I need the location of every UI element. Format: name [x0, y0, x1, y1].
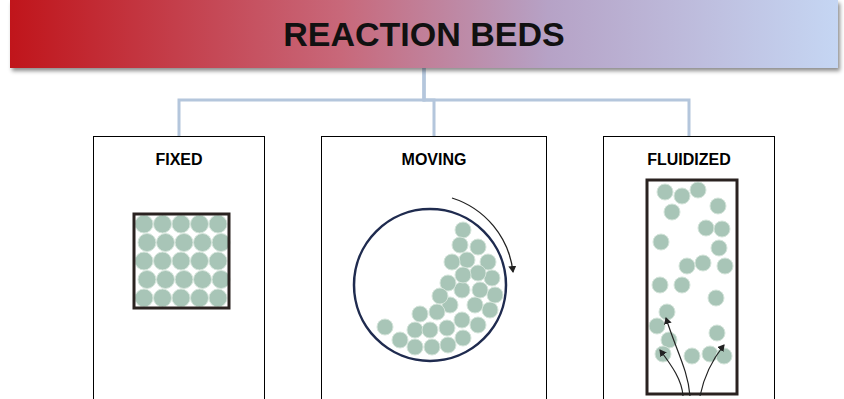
particle: [711, 240, 727, 256]
particle: [657, 184, 673, 200]
particle: [154, 289, 172, 307]
particle: [487, 287, 503, 303]
particle: [138, 234, 156, 252]
particle: [455, 222, 471, 238]
particle: [444, 254, 460, 270]
fixed-bed-container: [134, 214, 229, 308]
gas-flow-arrow: [660, 350, 683, 396]
fluidized-bed-particles: [649, 182, 733, 364]
bed-panel: FLUIDIZED: [603, 136, 775, 399]
particle: [212, 234, 230, 252]
particle: [459, 252, 475, 268]
particle: [154, 252, 172, 270]
tree-connector: [424, 68, 689, 136]
particle: [429, 304, 445, 320]
particle: [455, 267, 471, 283]
particle: [482, 302, 498, 318]
particle: [674, 277, 690, 293]
particle: [407, 339, 423, 355]
particle: [209, 252, 227, 270]
particle: [194, 234, 212, 252]
rotating-drum: [354, 209, 506, 361]
title-text: REACTION BEDS: [283, 15, 564, 54]
bed-heading: FLUIDIZED: [604, 151, 774, 169]
particle: [175, 234, 193, 252]
particle: [702, 346, 718, 362]
particle: [698, 220, 714, 236]
particle: [664, 204, 680, 220]
particle: [191, 252, 209, 270]
particle: [135, 252, 153, 270]
particle: [172, 252, 190, 270]
particle: [710, 198, 726, 214]
particle: [455, 330, 471, 346]
particle: [472, 282, 488, 298]
particle: [172, 289, 190, 307]
particle: [649, 318, 665, 334]
particle: [716, 348, 732, 364]
particle: [690, 182, 706, 198]
particle: [377, 319, 393, 335]
particle: [717, 258, 733, 274]
particle: [424, 339, 440, 355]
particle: [412, 306, 428, 322]
particle: [154, 215, 172, 233]
particle: [454, 312, 470, 328]
particle: [709, 325, 725, 341]
particle: [439, 320, 455, 336]
particle: [157, 271, 175, 289]
fluidized-bed-column: [647, 180, 737, 394]
particle: [470, 239, 486, 255]
particle: [194, 271, 212, 289]
title-banner: REACTION BEDS: [10, 0, 838, 68]
fixed-bed-particles: [135, 215, 230, 307]
gas-flow-arrow: [700, 345, 724, 396]
particle: [392, 332, 408, 348]
particle: [138, 271, 156, 289]
bed-heading: FIXED: [94, 151, 264, 169]
particle: [695, 255, 711, 271]
particle: [452, 237, 468, 253]
bed-heading: MOVING: [322, 151, 546, 169]
particle: [679, 258, 695, 274]
particle: [172, 215, 190, 233]
particle: [467, 297, 483, 313]
particle: [422, 322, 438, 338]
particle: [135, 289, 153, 307]
particle: [470, 265, 486, 281]
particle: [674, 188, 690, 204]
gas-flow-arrow: [666, 318, 690, 396]
particle: [653, 234, 669, 250]
particle: [209, 215, 227, 233]
particle: [454, 282, 470, 298]
particle: [191, 289, 209, 307]
particle: [191, 215, 209, 233]
particle: [714, 221, 730, 237]
particle: [209, 289, 227, 307]
particle: [440, 337, 456, 353]
particle: [175, 271, 193, 289]
particle: [157, 234, 175, 252]
tree-connector: [179, 68, 424, 136]
particle: [135, 215, 153, 233]
bed-panel: MOVING: [321, 136, 547, 399]
particle: [470, 317, 486, 333]
moving-bed-particles: [377, 222, 503, 355]
bed-panel: FIXED: [93, 136, 265, 399]
particle: [432, 288, 448, 304]
particle: [652, 277, 668, 293]
particle: [407, 322, 423, 338]
particle: [212, 271, 230, 289]
particle: [659, 304, 675, 320]
particle: [684, 348, 700, 364]
rotation-arrow: [452, 198, 513, 272]
particle: [708, 290, 724, 306]
